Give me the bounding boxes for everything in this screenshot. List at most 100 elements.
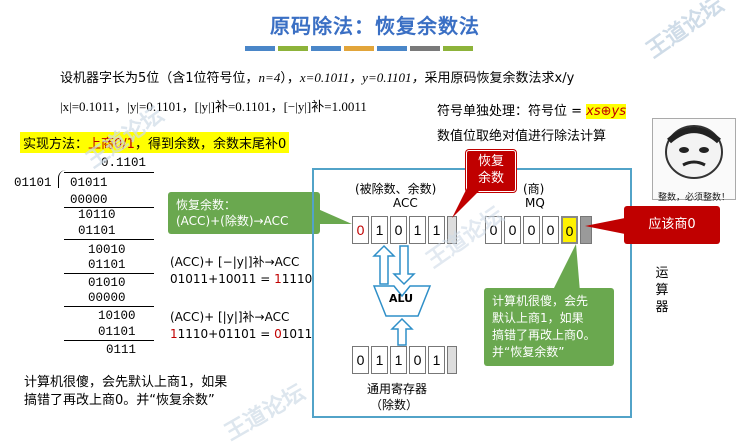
- should-quotient-callout: 应该商0: [624, 206, 720, 244]
- sign-line: 符号单独处理：符号位 = xs⊕ys: [437, 100, 626, 119]
- general-register: 0 1 1 0 1: [352, 346, 462, 374]
- computer-note-line: 并“恢复余数”: [492, 345, 565, 359]
- division-row: 10110: [78, 208, 116, 222]
- intro-text: 设机器字长为5位（含1位符号位，: [60, 71, 259, 86]
- acc-label: ACC: [393, 196, 418, 210]
- acc-bit: 1: [428, 216, 445, 244]
- reg-bit: 1: [371, 346, 388, 374]
- computer-note-arrow: [552, 244, 580, 292]
- meme-caption: 整数，必须整数！: [657, 193, 730, 203]
- op2-calc: 11110+01101 = 01011: [170, 326, 312, 343]
- title-stripes: [245, 46, 473, 51]
- alu-shape: [372, 285, 432, 317]
- reg-label: 通用寄存器: [367, 382, 428, 396]
- op1-calc-red: 1: [274, 272, 282, 286]
- division-line: [64, 340, 154, 341]
- op1-calc-text: 01011+10011 =: [170, 272, 275, 286]
- mq-bit: 0: [485, 216, 502, 244]
- bottom-note-line: 搞错了再改上商0。并“恢复余数”: [24, 393, 215, 408]
- reg-bit: 0: [409, 346, 426, 374]
- division-row: 01101: [78, 224, 116, 238]
- operation-1: (ACC)+ [−|y|]补→ACC 01011+10011 = 11110: [170, 254, 312, 288]
- acc-pad: [447, 216, 457, 244]
- computer-note-line: 搞错了再改上商0。: [492, 328, 596, 342]
- intro-y: y=0.1101，: [362, 70, 425, 85]
- mq-bit: 0: [504, 216, 521, 244]
- mq-bit: 0: [523, 216, 540, 244]
- quotient: 0.1101: [101, 156, 147, 170]
- op1-calc: 01011+10011 = 11110: [170, 271, 312, 288]
- intro-text: ），: [280, 71, 300, 86]
- abs-note: 数值位取绝对值进行除法计算: [437, 129, 607, 144]
- computer-note: 计算机很傻，会先 默认上商1，如果 搞错了再改上商0。 并“恢复余数”: [484, 288, 614, 366]
- reg-bit: 1: [390, 346, 407, 374]
- division-row: 01011: [70, 176, 108, 190]
- method-prefix: 实现方法：: [23, 137, 89, 152]
- meme-face-icon: [665, 125, 723, 179]
- division-row: 01010: [88, 276, 126, 290]
- op2-calc-text: 1110+01101 =: [177, 327, 275, 341]
- division-line: [64, 273, 154, 274]
- stripe: [443, 46, 473, 51]
- stripe: [377, 46, 407, 51]
- page-title: 原码除法：恢复余数法: [270, 14, 480, 38]
- restore-remainder-note: 恢复余数： (ACC)+(除数)→ACC: [168, 192, 320, 234]
- op1-formula: (ACC)+ [−|y|]补→ACC: [170, 255, 300, 269]
- intro-line-1: 设机器字长为5位（含1位符号位，n=4），x=0.1011，y=0.1101，采…: [60, 67, 574, 86]
- operation-2: (ACC)+ [|y|]补→ACC 11110+01101 = 01011: [170, 309, 312, 343]
- bottom-note: 计算机很傻，会先默认上商1，如果 搞错了再改上商0。并“恢复余数”: [24, 374, 227, 410]
- intro-text: 采用原码恢复余数法求x/y: [424, 71, 575, 86]
- restore-badge-line: 恢复: [477, 154, 504, 169]
- divisor: 01101: [14, 176, 52, 190]
- reg-bit: 1: [428, 346, 445, 374]
- bottom-note-line: 计算机很傻，会先默认上商1，如果: [24, 375, 228, 390]
- acc-header: (被除数、余数): [355, 182, 437, 196]
- method-suffix: ，得到余数，余数末尾补0: [134, 137, 287, 152]
- division-row: 10010: [88, 243, 126, 257]
- division-row: 01101: [98, 325, 136, 339]
- reg-pad: [447, 346, 457, 374]
- division-bracket: [58, 170, 67, 188]
- intro-n: n=4: [258, 70, 281, 85]
- op1-calc-text: 1110: [281, 272, 313, 286]
- restore-note-formula: (ACC)+(除数)→ACC: [176, 214, 289, 228]
- reg-sublabel: （除数）: [370, 398, 419, 412]
- acc-bit: 1: [371, 216, 388, 244]
- stripe: [410, 46, 440, 51]
- mq-bit: 0: [542, 216, 559, 244]
- sign-formula: xs⊕ys: [586, 104, 626, 119]
- division-line: [64, 239, 154, 240]
- intro-line-2: |x|=0.1011，|y|=0.1101，[|y|]补=0.1101，[−|y…: [60, 99, 367, 114]
- stripe: [278, 46, 308, 51]
- reg-bit: 0: [352, 346, 369, 374]
- reg-alu-arrow: [390, 318, 414, 346]
- division-line: [64, 306, 154, 307]
- restore-badge-arrow: [452, 186, 484, 218]
- division-bar: [64, 172, 154, 173]
- unit-label: 运算器: [655, 266, 669, 315]
- division-row: 00000: [88, 291, 126, 305]
- acc-bit: 0: [352, 216, 369, 244]
- mq-register: 0 0 0 0 0: [485, 216, 595, 244]
- method-highlight: 上商0/1: [88, 137, 135, 152]
- acc-register: 0 1 0 1 1: [352, 216, 462, 244]
- op2-formula: (ACC)+ [|y|]补→ACC: [170, 310, 290, 324]
- restore-note-arrow: [302, 202, 352, 224]
- restore-badge-line: 余数: [477, 171, 504, 186]
- stripe: [245, 46, 275, 51]
- watermark: 王道论坛: [220, 380, 310, 446]
- division-row: 00000: [70, 193, 108, 207]
- computer-note-line: 默认上商1，如果: [492, 311, 584, 325]
- acc-alu-arrows: [372, 244, 416, 286]
- stripe: [344, 46, 374, 51]
- op2-calc-text: 1011: [281, 327, 313, 341]
- acc-bit: 0: [390, 216, 407, 244]
- division-row: 01101: [88, 258, 126, 272]
- mq-pad: [580, 216, 592, 244]
- stripe: [311, 46, 341, 51]
- mq-bit-quotient: 0: [561, 216, 578, 244]
- op2-calc-red: 1: [170, 327, 178, 341]
- op2-calc-red: 0: [274, 327, 282, 341]
- acc-bit: 1: [409, 216, 426, 244]
- restore-badge: 恢复 余数: [466, 150, 516, 192]
